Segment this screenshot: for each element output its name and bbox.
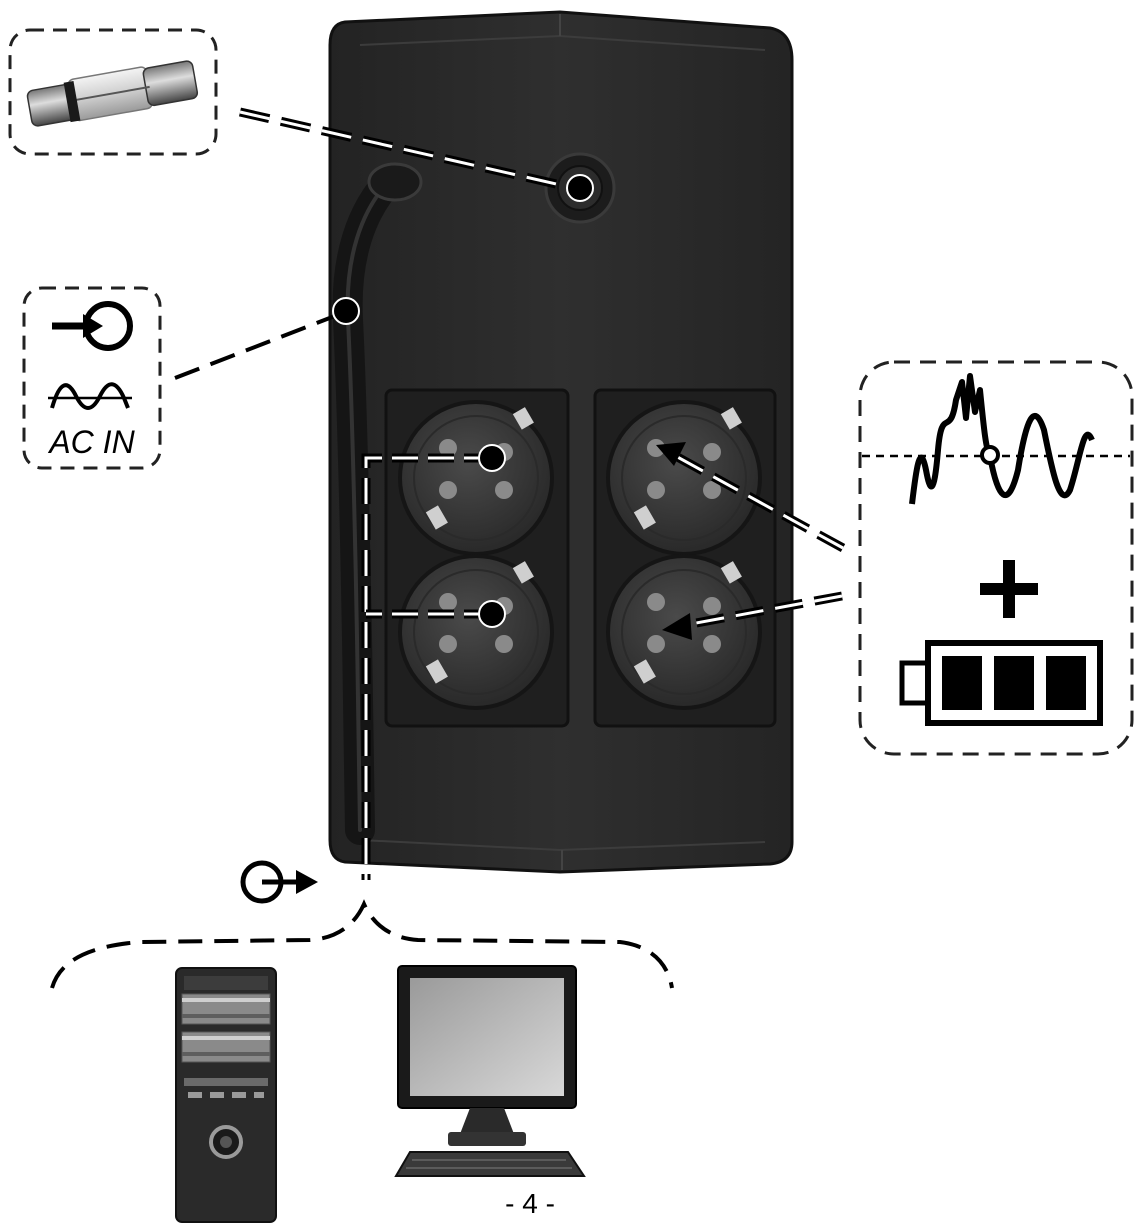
page-number: - 4 -	[505, 1188, 555, 1219]
ac-input-cable	[332, 162, 423, 845]
desktop-tower-icon	[175, 967, 277, 1223]
ac-input-callout: AC IN	[22, 286, 162, 470]
plus-icon	[980, 560, 1038, 618]
battery-backup-callout	[858, 360, 1134, 756]
output-arrow-icon	[240, 860, 318, 904]
battery-backup-leader-lines	[656, 442, 846, 640]
sine-waveform-icon	[909, 373, 1095, 505]
monitor-icon	[394, 965, 586, 1177]
fuse-icon	[26, 60, 199, 127]
load-devices-brace	[50, 899, 674, 989]
ac-input-label: AC IN	[47, 424, 135, 460]
battery-full-icon	[899, 640, 1103, 726]
output-leader-lines	[361, 444, 506, 880]
ac-input-plug-icon	[52, 301, 133, 351]
fuse-leader-line	[239, 107, 594, 202]
fuse-callout	[8, 28, 218, 156]
schuko-socket	[606, 400, 762, 556]
ac-sine-icon	[48, 382, 132, 410]
ac-input-leader-line	[174, 297, 360, 380]
schuko-socket	[398, 400, 554, 556]
schuko-sockets	[398, 400, 762, 710]
schuko-socket	[398, 554, 554, 710]
